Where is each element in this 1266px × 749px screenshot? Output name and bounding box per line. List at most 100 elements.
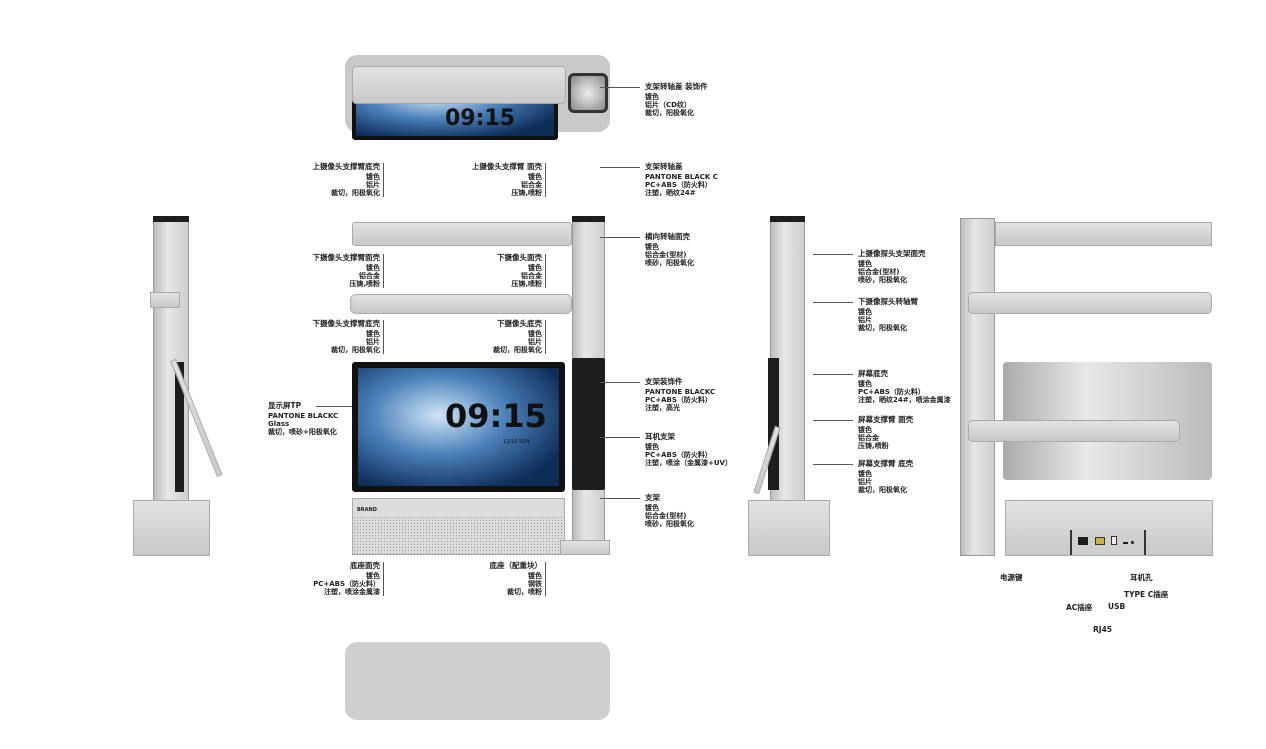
back-upper-arm [995, 222, 1212, 246]
annotation-spec: 裁切，阳极氧化 [331, 189, 380, 197]
annotation-title: 支架转轴盖 装饰件 [645, 82, 708, 91]
annotation-spec: 裁切，阳极氧化 [858, 486, 907, 494]
port-label: RJ45 [1093, 625, 1113, 634]
ac-socket[interactable] [1078, 537, 1088, 545]
annotation-spec: PC+ABS（防火料） [858, 388, 925, 396]
front-pole-cap [572, 216, 605, 222]
annotation-spec: 镀色 [645, 504, 659, 512]
annotation-title: 耳机支架 [645, 432, 675, 441]
annotation-label: 上摄像探头支架面壳镀色铝合金(型材)喷砂，阳极氧化 [858, 249, 926, 285]
bracket-decoration [572, 358, 605, 490]
annotation-label: 横向转轴面壳镀色铝合金(型材)喷砂，阳极氧化 [645, 233, 694, 268]
annotation-label: 底座（配重块） 镀色钢铁裁切，喷粉 [489, 561, 543, 597]
annotation-spec: 注塑，喷涂（金属漆+UV） [645, 459, 732, 467]
annotation-label: 下摄像头面壳镀色铝合金压铸,喷粉 [497, 254, 542, 289]
annotation-spec: 铝合金(型材) [645, 512, 687, 520]
annotation-spec: 裁切，喷砂+阳极氧化 [268, 428, 337, 436]
annotation-spec: 压铸,喷粉 [511, 189, 542, 197]
leader-line [813, 374, 853, 375]
leader-line [813, 420, 853, 421]
annotation-spec: 铝片 [366, 338, 380, 346]
annotation-title: 屏幕支撑臂 底壳 [858, 459, 914, 468]
annotation-spec: 镀色 [858, 308, 872, 316]
base-plate [560, 540, 610, 555]
leader-line [383, 163, 384, 197]
annotation-label: 上摄像头支撑臂底壳镀色铝片裁切，阳极氧化 [312, 162, 381, 198]
annotation-spec: 裁切，喷粉 [507, 588, 542, 596]
annotation-spec: 注塑，晒纹24#，喷涂金属漆 [858, 396, 951, 404]
annotation-spec: PANTONE BLACKC [645, 388, 716, 396]
annotation-label: 下摄像探头转轴臂镀色铝片裁切，阳极氧化 [858, 297, 918, 333]
annotation-label: 屏幕支撑臂 底壳镀色铝片裁切，阳极氧化 [858, 459, 914, 495]
leader-line [813, 302, 853, 303]
annotation-spec: PC+ABS（防火料） [645, 181, 712, 189]
annotation-spec: 铝合金 [359, 272, 380, 280]
leader-line [813, 254, 853, 255]
right-view-base [748, 500, 830, 556]
port-label: 电源键 [1000, 573, 1023, 582]
left-view-base [133, 500, 210, 556]
display-screen [352, 362, 565, 492]
port-label: TYPE C插座 [1124, 590, 1169, 599]
leader-line [600, 382, 640, 383]
annotation-title: 底座（配重块） [489, 561, 543, 570]
annotation-title: 支架 [645, 493, 660, 502]
leader-line [545, 163, 546, 197]
annotation-spec: 镀色 [858, 380, 872, 388]
annotation-label: 支架转轴盖 装饰件镀色铝片（CD纹）裁切，阳极氧化 [645, 82, 708, 118]
annotation-spec: 裁切，阳极氧化 [858, 324, 907, 332]
annotation-spec: 注塑，高光 [645, 404, 680, 412]
annotation-title: 上摄像头支撑臂 面壳 [471, 162, 542, 171]
annotation-title: 下摄像探头转轴臂 [858, 297, 918, 306]
annotation-title: 底座面壳 [350, 561, 380, 570]
screen-support-arm [968, 420, 1180, 442]
port-label: 耳机孔 [1130, 573, 1153, 582]
annotation-title: 下摄像头支撑臂面壳 [312, 253, 381, 262]
display-clock: 09:15 [445, 397, 547, 435]
annotation-spec: 裁切，阳极氧化 [493, 346, 542, 354]
annotation-title: 上摄像探头支架面壳 [858, 249, 926, 258]
annotation-spec: 镀色 [645, 443, 659, 451]
annotation-label: 下摄像头底壳镀色铝片裁切，阳极氧化 [493, 319, 542, 355]
annotation-spec: 喷砂，阳极氧化 [858, 276, 907, 284]
leader-line [600, 498, 640, 499]
annotation-spec: PANTONE BLACKC [268, 412, 339, 420]
top-view-arm [352, 66, 566, 104]
leader-line [600, 167, 640, 168]
usb-port[interactable] [1111, 536, 1117, 545]
display-date: 12/10 SUN [503, 439, 530, 445]
top-view-knob [568, 73, 608, 113]
bottom-view [345, 642, 610, 720]
upper-arm [352, 222, 572, 246]
annotation-spec: PC+ABS（防火料） [313, 580, 380, 588]
annotation-spec: 镀色 [366, 264, 380, 272]
annotation-spec: 钢铁 [528, 580, 542, 588]
annotation-spec: 铝片 [528, 338, 542, 346]
annotation-spec: PC+ABS（防火料） [645, 396, 712, 404]
annotation-label: 下摄像头支撑臂底壳镀色铝片裁切，阳极氧化 [313, 320, 381, 355]
annotation-spec: 压铸,喷粉 [511, 280, 542, 288]
left-view-joint [150, 292, 180, 308]
leader-line [813, 464, 853, 465]
back-lower-arm [968, 292, 1212, 314]
annotation-spec: 铝片 [858, 478, 872, 486]
annotation-spec: 镀色 [366, 330, 380, 338]
typec-port[interactable] [1123, 542, 1128, 544]
lower-arm [350, 294, 572, 314]
annotation-spec: 镀色 [528, 572, 542, 580]
annotation-label: 屏幕支撑臂 面壳镀色铝合金压铸,喷粉 [858, 416, 913, 451]
annotation-spec: 铝合金(型材) [645, 251, 687, 259]
leader-line [600, 437, 640, 438]
headphone-jack[interactable] [1131, 541, 1134, 544]
annotation-spec: 镀色 [528, 264, 542, 272]
annotation-title: 下摄像头底壳 [497, 319, 542, 328]
annotation-spec: Glass [268, 420, 290, 428]
annotation-title: 上摄像头支撑臂底壳 [312, 162, 381, 171]
rj45-port[interactable] [1095, 537, 1105, 545]
leader-line [383, 254, 384, 288]
annotation-spec: 镀色 [366, 572, 380, 580]
